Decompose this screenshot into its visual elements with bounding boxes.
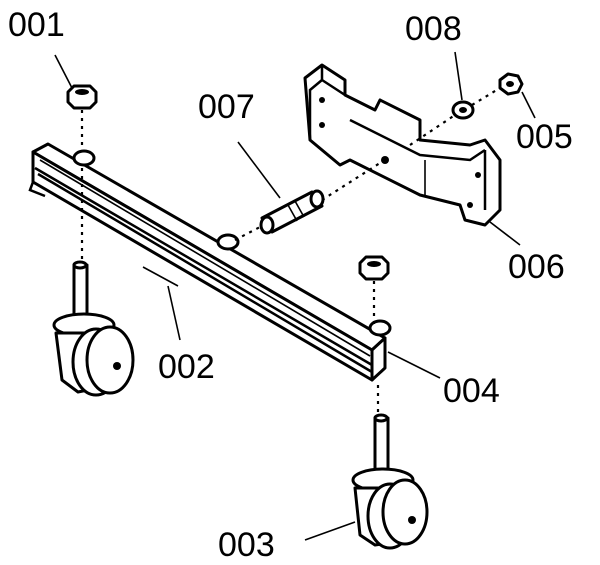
leader-lines [54,51,536,541]
part-006-bracket [303,63,502,227]
label-001: 001 [8,6,65,44]
part-005-nut [498,72,524,96]
label-002: 002 [158,348,215,386]
part-001-nut [66,84,98,110]
part-007-stud [259,189,325,235]
part-004-nut [358,255,390,281]
label-003: 003 [218,526,275,564]
part-002-channel-rail [28,142,392,382]
label-007: 007 [198,88,255,126]
label-006: 006 [508,248,565,286]
label-005: 005 [516,118,573,156]
part-008-washer [451,100,475,120]
assembly-guide-lines [80,87,501,415]
label-004: 004 [443,372,500,410]
part-003-caster-right [351,413,429,550]
caster-left [52,260,135,397]
label-008: 008 [405,10,462,48]
